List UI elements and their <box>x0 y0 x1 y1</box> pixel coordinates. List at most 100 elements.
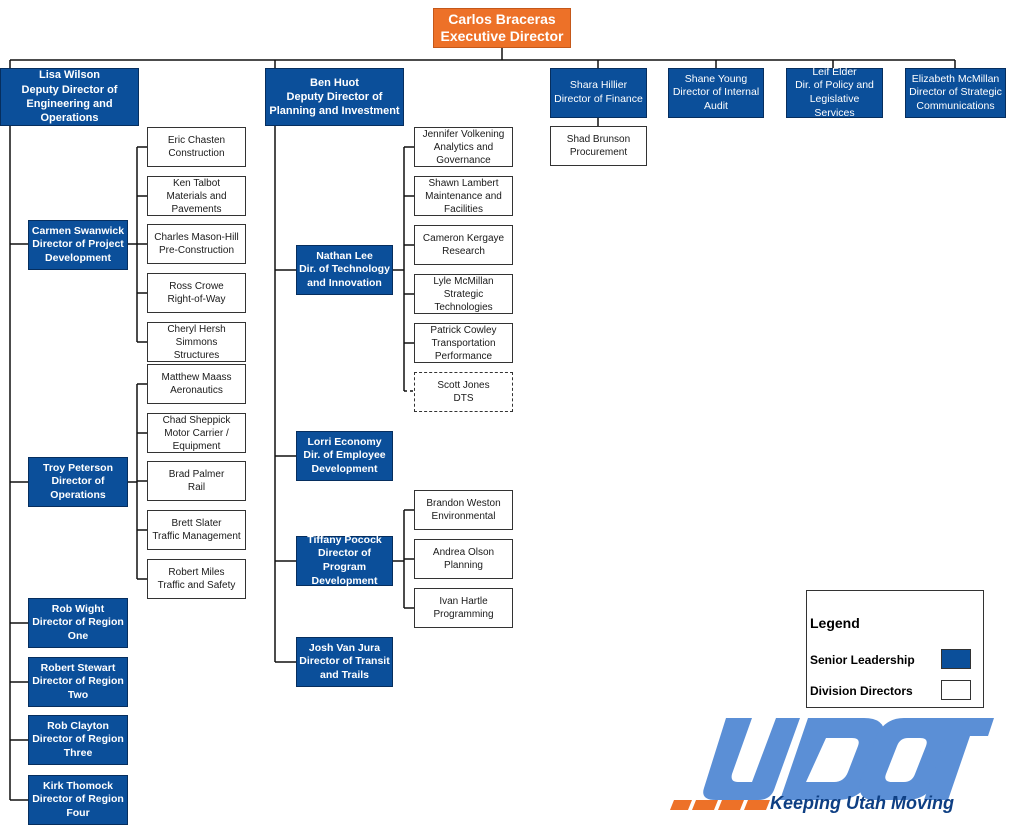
director-audit-name: Shane Young <box>684 72 748 85</box>
director-project-development-title: Director of Project Development <box>32 238 124 264</box>
division-title: Programming <box>433 609 494 620</box>
division-title: Rail <box>187 482 206 493</box>
division-aeronautics-box: Matthew Maass Aeronautics <box>147 364 246 404</box>
logo-tagline: Keeping Utah Moving <box>770 793 954 813</box>
division-motor-carrier-box: Chad Sheppick Motor Carrier / Equipment <box>147 413 246 453</box>
director-region-four-box: Kirk Thomock Director of Region Four <box>28 775 128 825</box>
division-title: Analytics and Governance <box>433 141 494 166</box>
division-research-box: Cameron Kergaye Research <box>414 225 513 265</box>
director-technology-name: Nathan Lee <box>316 249 373 262</box>
division-title: Planning <box>444 560 483 571</box>
division-title: Transportation Performance <box>431 337 496 362</box>
director-policy-name: Leif Elder <box>812 65 857 78</box>
division-name: Cameron Kergaye <box>422 233 505 244</box>
director-technology-title: Dir. of Technology and Innovation <box>299 263 390 289</box>
division-programming-box: Ivan Hartle Programming <box>414 588 513 628</box>
division-name: Lyle McMillan <box>433 275 494 287</box>
director-program-title: Director of Program Development <box>311 547 378 587</box>
division-name: Matthew Maass <box>161 372 232 383</box>
director-region-two-box: Robert Stewart Director of Region Two <box>28 657 128 707</box>
division-name: Brandon Weston <box>426 498 501 509</box>
director-finance-title: Director of Finance <box>554 93 643 105</box>
director-project-development-name: Carmen Swanwick <box>31 224 125 237</box>
director-comms-box: Elizabeth McMillan Director of Strategic… <box>905 68 1006 118</box>
division-title: Traffic Management <box>152 531 241 542</box>
director-program-name: Tiffany Pocock <box>307 533 382 546</box>
director-employee-name: Lorri Economy <box>307 435 382 448</box>
division-title: Motor Carrier / Equipment <box>164 427 229 452</box>
director-operations-box: Troy Peterson Director of Operations <box>28 457 128 507</box>
division-name: Patrick Cowley <box>430 324 497 336</box>
director-operations-name: Troy Peterson <box>42 461 114 474</box>
director-comms-name: Elizabeth McMillan <box>911 72 1000 85</box>
director-audit-title: Director of Internal Audit <box>672 86 760 112</box>
division-name: Andrea Olson <box>432 547 495 558</box>
division-preconstruction-box: Charles Mason-Hill Pre-Construction <box>147 224 246 264</box>
legend-senior-label: Senior Leadership <box>810 653 915 667</box>
division-name: Ivan Hartle <box>439 596 488 607</box>
division-name: Scott Jones <box>437 380 490 391</box>
deputy-planning-name: Ben Huot <box>310 76 359 89</box>
division-name: Shawn Lambert <box>428 177 499 189</box>
director-technology-box: Nathan Lee Dir. of Technology and Innova… <box>296 245 393 295</box>
director-finance-box: Shara Hillier Director of Finance <box>550 68 647 118</box>
legend-division-swatch <box>941 680 971 700</box>
division-materials-box: Ken Talbot Materials and Pavements <box>147 176 246 216</box>
procurement-box: Shad Brunson Procurement <box>550 126 647 166</box>
director-transit-title: Director of Transit and Trails <box>299 655 390 681</box>
division-traffic-safety-box: Robert Miles Traffic and Safety <box>147 559 246 599</box>
division-maintenance-box: Shawn Lambert Maintenance and Facilities <box>414 176 513 216</box>
director-employee-title: Dir. of Employee Development <box>303 449 386 475</box>
director-comms-title: Director of Strategic Communications <box>909 86 1002 112</box>
director-employee-box: Lorri Economy Dir. of Employee Developme… <box>296 431 393 481</box>
director-region-one-box: Rob Wight Director of Region One <box>28 598 128 648</box>
director-project-development-box: Carmen Swanwick Director of Project Deve… <box>28 220 128 270</box>
division-name: Brad Palmer <box>168 469 225 480</box>
division-title: Structures <box>173 349 220 361</box>
division-name: Charles Mason-Hill <box>154 232 239 243</box>
deputy-eng-ops-name: Lisa Wilson <box>38 69 101 82</box>
division-title: Research <box>442 246 485 257</box>
division-title: Strategic Technologies <box>434 288 493 313</box>
deputy-planning-box: Ben Huot Deputy Director of Planning and… <box>265 68 404 126</box>
division-rail-box: Brad Palmer Rail <box>147 461 246 501</box>
director-program-box: Tiffany Pocock Director of Program Devel… <box>296 533 393 587</box>
division-structures-box: Cheryl Hersh Simmons Structures <box>147 322 246 362</box>
division-analytics-box: Jennifer Volkening Analytics and Governa… <box>414 127 513 167</box>
director-transit-name: Josh Van Jura <box>308 641 381 654</box>
division-name: Brett Slater <box>171 518 222 529</box>
director-region-three-title: Director of Region Three <box>32 733 124 759</box>
division-name: Ken Talbot <box>172 177 221 189</box>
division-construction-box: Eric Chasten Construction <box>147 127 246 167</box>
procurement-title: Procurement <box>569 147 628 158</box>
director-region-four-name: Kirk Thomock <box>42 779 113 792</box>
legend-title: Legend <box>810 615 860 631</box>
director-region-two-title: Director of Region Two <box>32 675 124 701</box>
division-title: Traffic and Safety <box>157 580 236 591</box>
deputy-planning-title: Deputy Director of Planning and Investme… <box>269 90 400 118</box>
deputy-eng-ops-title: Deputy Director of Engineering and Opera… <box>21 83 118 125</box>
division-title: Environmental <box>431 511 496 522</box>
director-region-four-title: Director of Region Four <box>32 793 124 819</box>
division-name: Jennifer Volkening <box>422 128 505 140</box>
director-policy-title: Dir. of Policy and Legislative Services <box>795 79 874 119</box>
deputy-eng-ops-box: Lisa Wilson Deputy Director of Engineeri… <box>0 68 139 126</box>
executive-title: Executive Director <box>440 28 564 44</box>
director-transit-box: Josh Van Jura Director of Transit and Tr… <box>296 637 393 687</box>
division-title: Pre-Construction <box>158 245 235 256</box>
director-region-two-name: Robert Stewart <box>40 661 116 674</box>
division-name: Cheryl Hersh Simmons <box>167 323 226 348</box>
procurement-name: Shad Brunson <box>566 134 631 145</box>
division-title: Aeronautics <box>170 385 223 396</box>
division-environmental-box: Brandon Weston Environmental <box>414 490 513 530</box>
udot-logo <box>670 718 994 810</box>
director-region-one-title: Director of Region One <box>32 616 124 642</box>
director-finance-name: Shara Hillier <box>569 79 628 92</box>
division-transportation-performance-box: Patrick Cowley Transportation Performanc… <box>414 323 513 363</box>
director-region-three-name: Rob Clayton <box>47 719 109 732</box>
director-region-one-name: Rob Wight <box>51 602 105 615</box>
legend: Legend Senior Leadership Division Direct… <box>806 590 984 708</box>
director-operations-title: Director of Operations <box>50 475 106 501</box>
division-strategic-tech-box: Lyle McMillan Strategic Technologies <box>414 274 513 314</box>
director-audit-box: Shane Young Director of Internal Audit <box>668 68 764 118</box>
